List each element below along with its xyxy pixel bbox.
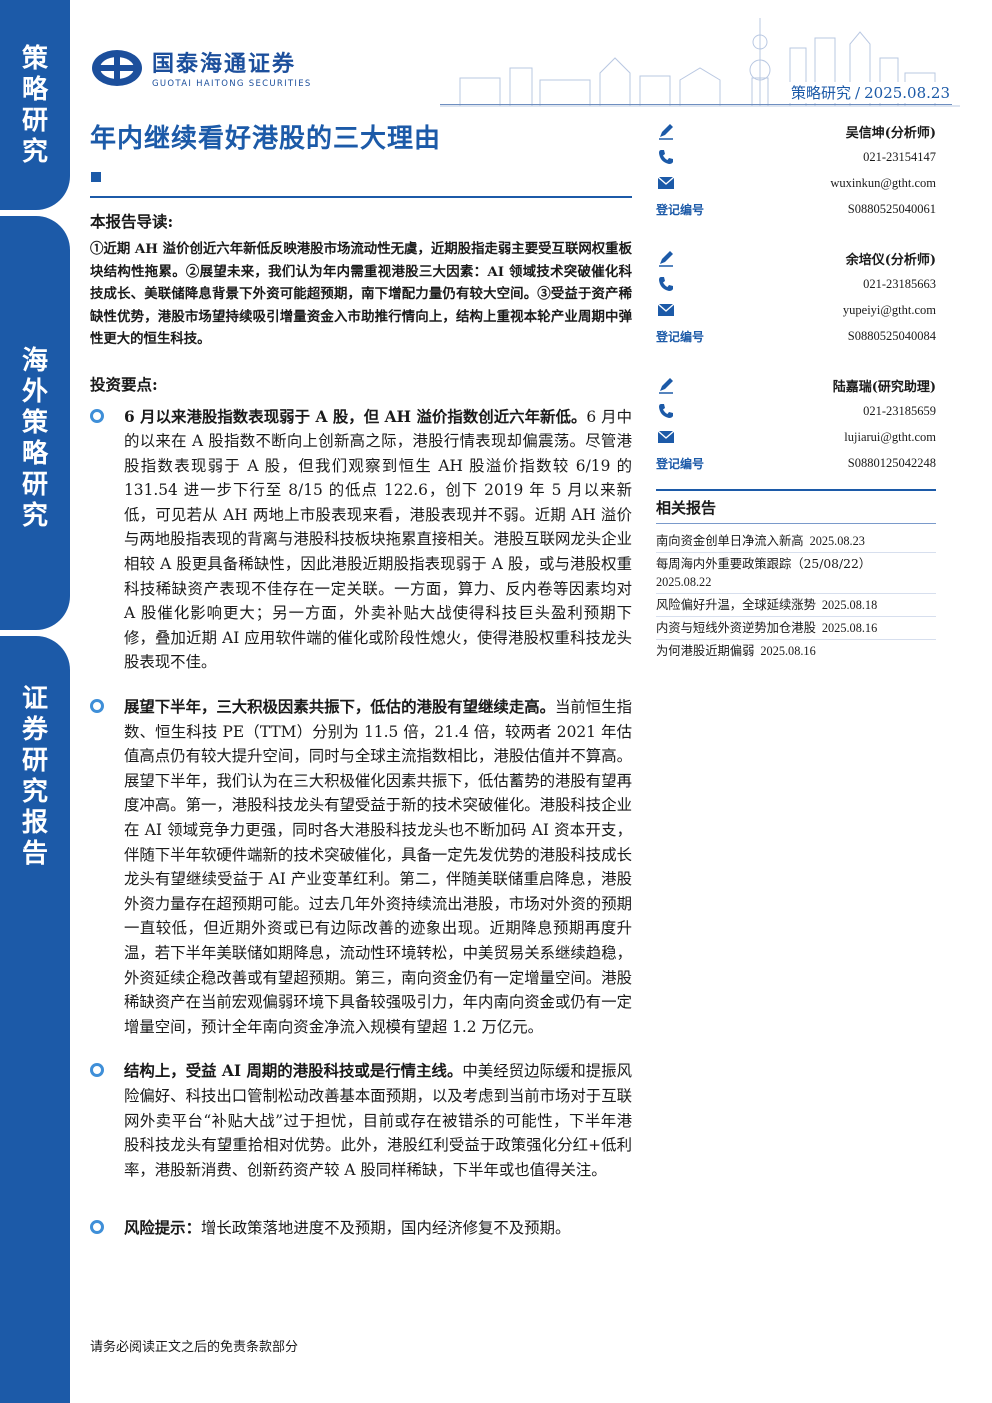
phone-icon	[656, 274, 676, 294]
registration-number: S0880125042248	[847, 455, 936, 470]
related-report-item[interactable]: 风险偏好升温，全球延续涨势 2025.08.18	[656, 594, 936, 617]
analyst-email[interactable]: lujiarui@gtht.com	[844, 429, 936, 444]
report-date: 2025.08.23	[864, 84, 950, 102]
logo-mark	[92, 49, 142, 86]
sidebar: 策略研究 海外策略研究 证券研究报告	[0, 0, 70, 1403]
sidebar-tab-report: 证券研究报告	[0, 636, 70, 1403]
point-text: 6 月中的以来在 A 股指数不断向上创新高之际，港股行情表现却偏震荡。尽管港股指…	[124, 407, 632, 672]
disclaimer-note: 请务必阅读正文之后的免责条款部分	[90, 1340, 299, 1355]
registration-number: S0880525040084	[847, 328, 936, 343]
analyst-name: 余培仪(分析师)	[845, 252, 936, 268]
point-text: 中美经贸边际缓和提振风险偏好、科技出口管制松动改善基本面预期，以及考虑到当前市场…	[124, 1062, 632, 1179]
title-marker	[91, 172, 101, 182]
sidebar-tab-label: 策略研究	[21, 44, 48, 167]
related-report-date: 2025.08.22	[656, 575, 712, 589]
investment-point: 风险提示：增长政策落地进度不及预期，国内经济修复不及预期。	[90, 1216, 632, 1241]
related-report-title: 每周海内外重要政策跟踪（25/08/22）	[656, 557, 872, 571]
investment-heading: 投资要点:	[90, 374, 158, 394]
header-separator: /	[855, 84, 861, 102]
bullet-icon	[90, 1063, 104, 1078]
skyline-illustration	[440, 18, 960, 107]
related-report-title: 南向资金创单日净流入新高	[656, 534, 804, 548]
point-lead: 6 月以来港股指数表现弱于 A 股，但 AH 溢价指数创近六年新低。	[124, 407, 587, 426]
related-report-date: 2025.08.18	[821, 598, 878, 612]
related-report-date: 2025.08.23	[809, 534, 865, 548]
related-reports-heading: 相关报告	[656, 497, 936, 524]
registration-label: 登记编号	[656, 456, 705, 471]
related-report-date: 2025.08.16	[760, 644, 816, 658]
registration-number: S0880525040061	[847, 201, 936, 216]
report-title: 年内继续看好港股的三大理由	[90, 124, 442, 154]
analyst-name: 陆嘉瑞(研究助理)	[832, 379, 936, 395]
related-report-title: 风险偏好升温，全球延续涨势	[656, 598, 816, 612]
mail-icon	[656, 173, 676, 193]
bullet-icon	[90, 699, 104, 714]
point-text: 当前恒生指数、恒生科技 PE（TTM）分别为 11.5 倍，21.4 倍，较两者…	[124, 698, 632, 1036]
logo-name-en: GUOTAI HAITONG SECURITIES	[152, 79, 312, 89]
logo-name-cn: 国泰海通证券	[152, 52, 297, 77]
pen-icon	[656, 375, 676, 395]
sidebar-tab-strategy: 策略研究	[0, 0, 70, 210]
point-text: 增长政策落地进度不及预期，国内经济修复不及预期。	[200, 1219, 571, 1238]
mail-icon	[656, 300, 676, 320]
main-content: 本报告导读: ①近期 AH 溢价创近六年新低反映港股市场流动性无虞，近期股指走弱…	[90, 210, 632, 1241]
header-rule	[440, 104, 952, 105]
intro-text: ①近期 AH 溢价创近六年新低反映港股市场流动性无虞，近期股指走弱主要受互联网权…	[90, 241, 632, 347]
analyst-email[interactable]: yupeiyi@gtht.com	[842, 302, 936, 317]
bullet-icon	[90, 1220, 104, 1235]
analyst-email[interactable]: wuxinkun@gtht.com	[830, 175, 936, 190]
company-logo: 国泰海通证券 GUOTAI HAITONG SECURITIES	[90, 46, 312, 89]
analyst-card: 陆嘉瑞(研究助理) 021-23185659 lujiarui@gtht.com…	[656, 372, 936, 499]
related-report-item[interactable]: 内资与短线外资逆势加仓港股 2025.08.16	[656, 617, 936, 640]
analyst-name: 吴信坤(分析师)	[845, 125, 936, 141]
sidebar-tab-overseas: 海外策略研究	[0, 216, 70, 630]
related-rule	[656, 489, 936, 491]
investment-point: 结构上，受益 AI 周期的港股科技或是行情主线。中美经贸边际缓和提振风险偏好、科…	[90, 1059, 632, 1182]
pen-icon	[656, 121, 676, 141]
analyst-phone: 021-23185663	[863, 276, 936, 291]
related-report-item[interactable]: 每周海内外重要政策跟踪（25/08/22） 2025.08.22	[656, 553, 936, 594]
analyst-phone: 021-23185659	[863, 403, 936, 418]
intro-heading: 本报告导读:	[90, 212, 174, 231]
sidebar-tab-label: 海外策略研究	[21, 346, 48, 531]
investment-point: 6 月以来港股指数表现弱于 A 股，但 AH 溢价指数创近六年新低。6 月中的以…	[90, 405, 632, 676]
related-report-date: 2025.08.16	[821, 621, 878, 635]
pen-icon	[656, 248, 676, 268]
header-meta: 策略研究/2025.08.23	[785, 82, 950, 103]
mail-icon	[656, 427, 676, 447]
related-report-title: 内资与短线外资逆势加仓港股	[656, 621, 816, 635]
investment-point: 展望下半年，三大积极因素共振下，低估的港股有望继续走高。当前恒生指数、恒生科技 …	[90, 695, 632, 1039]
registration-label: 登记编号	[656, 329, 705, 344]
related-report-title: 为何港股近期偏弱	[656, 644, 755, 658]
related-report-item[interactable]: 南向资金创单日净流入新高 2025.08.23	[656, 530, 936, 553]
right-column: 吴信坤(分析师) 021-23154147 wuxinkun@gtht.com …	[656, 118, 936, 662]
point-lead: 风险提示：	[124, 1219, 201, 1238]
title-rule	[90, 196, 632, 198]
registration-label: 登记编号	[656, 202, 705, 217]
point-lead: 结构上，受益 AI 周期的港股科技或是行情主线。	[124, 1062, 463, 1081]
analyst-card: 余培仪(分析师) 021-23185663 yupeiyi@gtht.com 登…	[656, 245, 936, 372]
report-category: 策略研究	[791, 84, 852, 102]
analyst-card: 吴信坤(分析师) 021-23154147 wuxinkun@gtht.com …	[656, 118, 936, 245]
point-lead: 展望下半年，三大积极因素共振下，低估的港股有望继续走高。	[124, 698, 556, 717]
phone-icon	[656, 401, 676, 421]
bullet-icon	[90, 408, 104, 423]
sidebar-tab-label: 证券研究报告	[21, 684, 48, 869]
related-report-item[interactable]: 为何港股近期偏弱 2025.08.16	[656, 640, 936, 662]
investment-points: 6 月以来港股指数表现弱于 A 股，但 AH 溢价指数创近六年新低。6 月中的以…	[90, 405, 632, 1241]
phone-icon	[656, 147, 676, 167]
analyst-phone: 021-23154147	[863, 149, 936, 164]
